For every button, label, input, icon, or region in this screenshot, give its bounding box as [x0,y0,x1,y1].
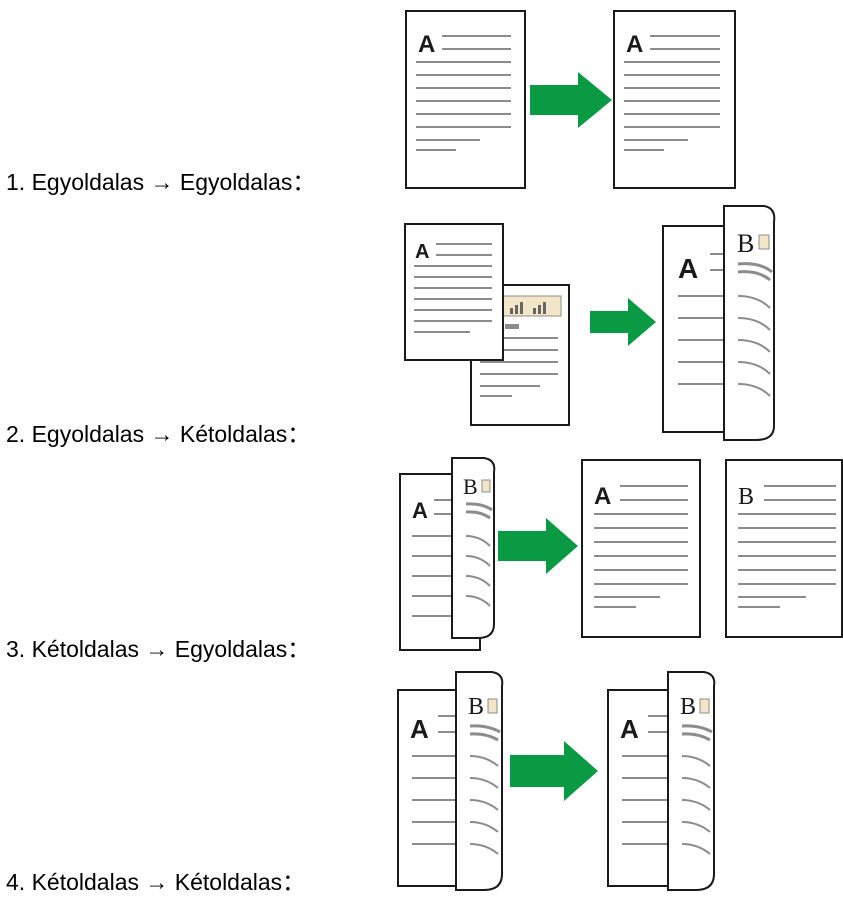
page-letter: A [620,714,639,744]
mode-4-green-arrow-icon [510,741,598,801]
mode-1-source-document-icon: A [405,10,526,189]
mode-2-source-front-document-icon: A [404,223,504,361]
mode-4-result-duplex-document-icon: A B [607,671,716,891]
page-letter: A [626,31,643,58]
page-letter: A [410,714,429,744]
mode-4-source-duplex-document-icon: A B [397,671,504,891]
mode-3-source-duplex-document-icon: A B [399,457,496,651]
mode-2-caption: 2. Egyoldalas → Kétoldalas： [6,421,310,447]
page-letter: B [468,694,484,720]
mode-3-result-document-a-icon: A [581,459,701,638]
page-letter: B [680,694,696,720]
page-letter: B [738,484,754,510]
bar-chart-icon [510,302,546,314]
mode-2-result-duplex-document-icon: A B [662,205,776,441]
page-letter: B [463,474,478,499]
mode-2-green-arrow-icon [590,298,656,346]
page-letter: A [678,253,698,284]
mode-3-green-arrow-icon [498,518,578,574]
page-letter: A [594,483,611,510]
mode-3-caption: 3. Kétoldalas → Egyoldalas： [6,636,310,662]
mode-1-caption: 1. Egyoldalas → Egyoldalas： [6,169,315,195]
page-letter: A [415,241,429,263]
mode-3-result-document-b-icon: B [725,459,843,638]
page-letter: B [737,229,754,258]
page-letter: A [418,31,435,58]
page-letter: A [412,498,428,523]
mode-4-caption: 4. Kétoldalas → Kétoldalas： [6,869,305,895]
mode-1-result-document-icon: A [613,10,736,189]
mode-1-green-arrow-icon [530,72,612,128]
